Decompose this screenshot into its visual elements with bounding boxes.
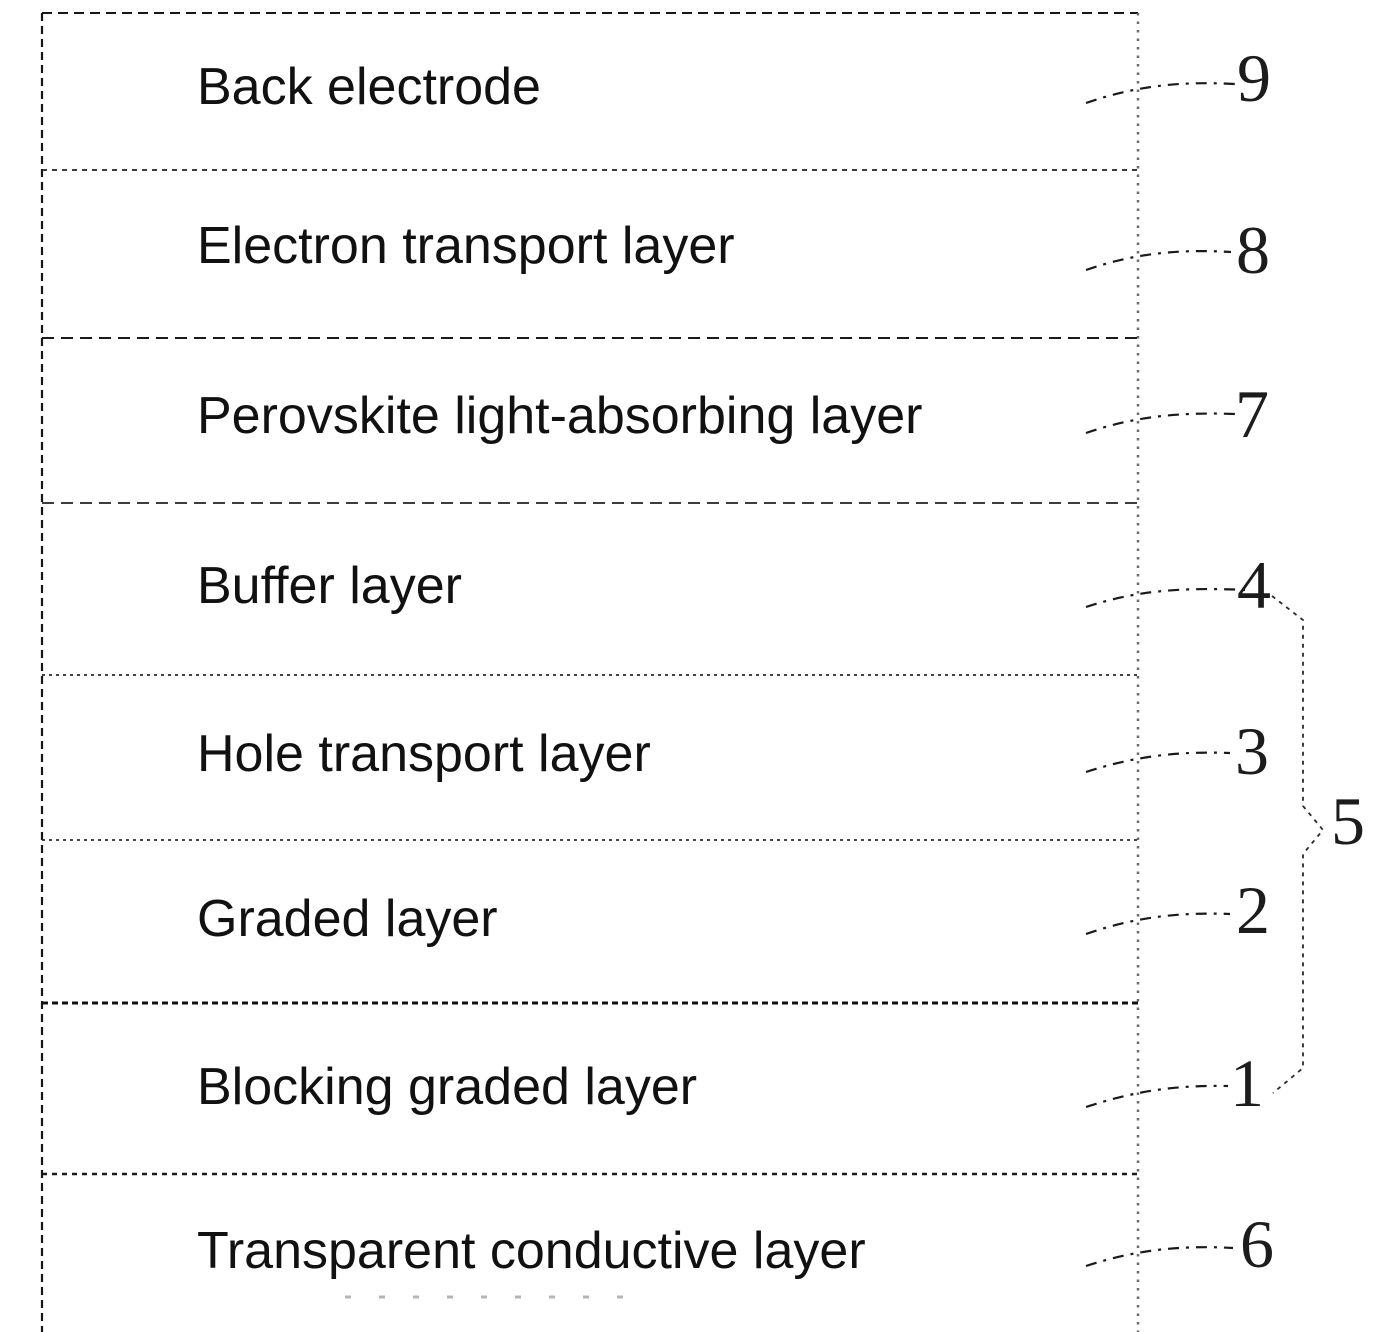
label-graded-layer: Graded layer [197, 890, 498, 948]
ref-numeral-5-group: 5 [1331, 783, 1365, 859]
leader-ref-8 [1085, 250, 1232, 272]
ref-numeral-2: 2 [1236, 872, 1270, 948]
label-perovskite-light-absorbing-layer: Perovskite light-absorbing layer [197, 387, 923, 445]
label-blocking-graded-layer: Blocking graded layer [197, 1058, 698, 1116]
ref-numeral-8: 8 [1236, 212, 1270, 288]
leader-ref-7 [1085, 412, 1236, 435]
ref-numeral-6: 6 [1240, 1206, 1274, 1282]
label-buffer-layer: Buffer layer [197, 557, 462, 615]
ref-numeral-9: 9 [1237, 40, 1271, 116]
group-brace [1271, 595, 1325, 1094]
leader-ref-4 [1085, 588, 1249, 609]
label-transparent-conductive-layer: Transparent conductive layer [197, 1222, 866, 1280]
leader-ref-6 [1085, 1246, 1234, 1268]
label-hole-transport-layer: Hole transport layer [197, 725, 651, 783]
label-back-electrode: Back electrode [197, 58, 541, 116]
leader-ref-3 [1085, 751, 1231, 774]
leader-ref-1 [1085, 1084, 1229, 1109]
ref-numeral-3: 3 [1235, 713, 1269, 789]
label-electron-transport-layer: Electron transport layer [197, 217, 735, 275]
ref-numeral-7: 7 [1235, 376, 1269, 452]
ref-numeral-4: 4 [1237, 547, 1271, 623]
leader-ref-2 [1085, 912, 1231, 936]
leader-ref-9 [1085, 82, 1236, 105]
ref-numeral-1: 1 [1230, 1045, 1264, 1121]
